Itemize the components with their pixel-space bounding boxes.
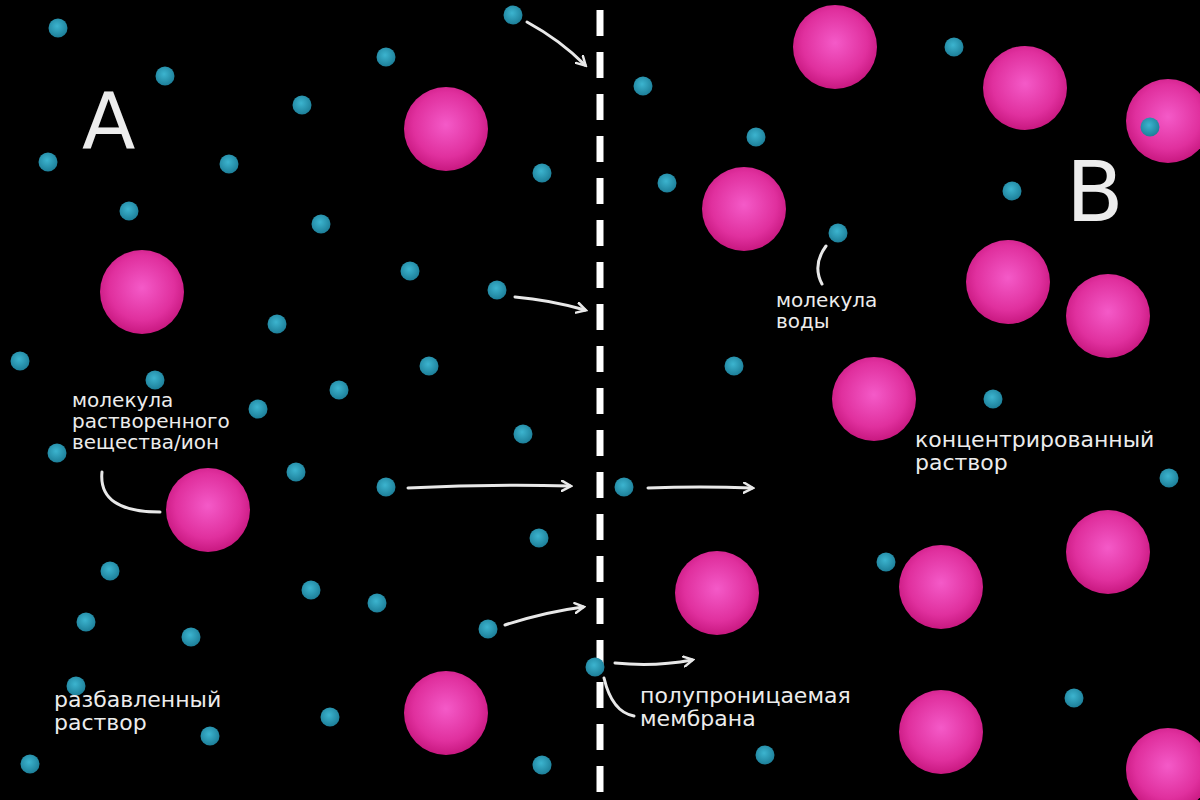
solution-label: разбавленный раствор bbox=[54, 688, 284, 734]
water-molecule bbox=[368, 594, 387, 613]
water-molecule bbox=[945, 38, 964, 57]
water-molecule bbox=[1160, 469, 1179, 488]
water-molecule bbox=[101, 562, 120, 581]
water-molecule bbox=[120, 202, 139, 221]
water-molecule bbox=[293, 96, 312, 115]
water-molecule bbox=[829, 224, 848, 243]
water-molecule bbox=[146, 371, 165, 390]
water-molecule bbox=[756, 746, 775, 765]
region-letter: A bbox=[82, 82, 172, 164]
solute-particle bbox=[983, 46, 1067, 130]
water-label: молекула воды bbox=[776, 290, 906, 332]
water-molecule bbox=[401, 262, 420, 281]
water-molecule bbox=[39, 153, 58, 172]
water-molecule bbox=[48, 444, 67, 463]
water-molecule bbox=[312, 215, 331, 234]
solute-particle bbox=[1066, 274, 1150, 358]
solute-particle bbox=[404, 671, 488, 755]
solute-particle bbox=[966, 240, 1050, 324]
water-molecules bbox=[11, 6, 1179, 775]
water-molecule bbox=[1065, 689, 1084, 708]
solute-particle bbox=[1066, 510, 1150, 594]
water-molecule bbox=[747, 128, 766, 147]
water-molecule bbox=[877, 553, 896, 572]
water-molecule bbox=[377, 48, 396, 67]
water-molecule bbox=[658, 174, 677, 193]
water-molecule bbox=[725, 357, 744, 376]
water-molecule bbox=[201, 727, 220, 746]
solute-particle bbox=[1126, 79, 1200, 163]
water-molecule bbox=[321, 708, 340, 727]
water-molecule bbox=[420, 357, 439, 376]
solute-particle bbox=[100, 250, 184, 334]
solute-particle bbox=[404, 87, 488, 171]
water-molecule bbox=[984, 390, 1003, 409]
water-molecule bbox=[615, 478, 634, 497]
water-molecule bbox=[634, 77, 653, 96]
water-molecule bbox=[533, 164, 552, 183]
water-molecule bbox=[11, 352, 30, 371]
solute-particle bbox=[899, 690, 983, 774]
solute-particle bbox=[793, 5, 877, 89]
solute-particle bbox=[1126, 728, 1200, 800]
water-molecule bbox=[1141, 118, 1160, 137]
water-molecule bbox=[488, 281, 507, 300]
membrane-line bbox=[597, 10, 604, 795]
solute-particle bbox=[166, 468, 250, 552]
water-molecule bbox=[1003, 182, 1022, 201]
water-molecule bbox=[514, 425, 533, 444]
water-molecule bbox=[302, 581, 321, 600]
membrane-label: полупроницаемая мембрана bbox=[640, 684, 900, 730]
solute-particles bbox=[100, 5, 1200, 800]
water-molecule bbox=[530, 529, 549, 548]
water-molecule bbox=[586, 658, 605, 677]
water-molecule bbox=[479, 620, 498, 639]
solute-label: молекула растворенного вещества/ион bbox=[72, 390, 287, 453]
water-molecule bbox=[504, 6, 523, 25]
region-letter: B bbox=[1066, 148, 1156, 236]
solution-label: концентрированный раствор bbox=[915, 428, 1190, 474]
solute-particle bbox=[832, 357, 916, 441]
water-molecule bbox=[182, 628, 201, 647]
water-molecule bbox=[49, 19, 68, 38]
water-molecule bbox=[21, 755, 40, 774]
water-molecule bbox=[377, 478, 396, 497]
solute-particle bbox=[675, 551, 759, 635]
solute-particle bbox=[899, 545, 983, 629]
water-molecule bbox=[268, 315, 287, 334]
water-molecule bbox=[220, 155, 239, 174]
solute-particle bbox=[702, 167, 786, 251]
flow-arrows bbox=[408, 22, 752, 664]
water-molecule bbox=[330, 381, 349, 400]
water-molecule bbox=[77, 613, 96, 632]
water-molecule bbox=[533, 756, 552, 775]
water-molecule bbox=[156, 67, 175, 86]
water-molecule bbox=[287, 463, 306, 482]
water-molecule bbox=[249, 400, 268, 419]
leader-lines bbox=[102, 246, 826, 716]
